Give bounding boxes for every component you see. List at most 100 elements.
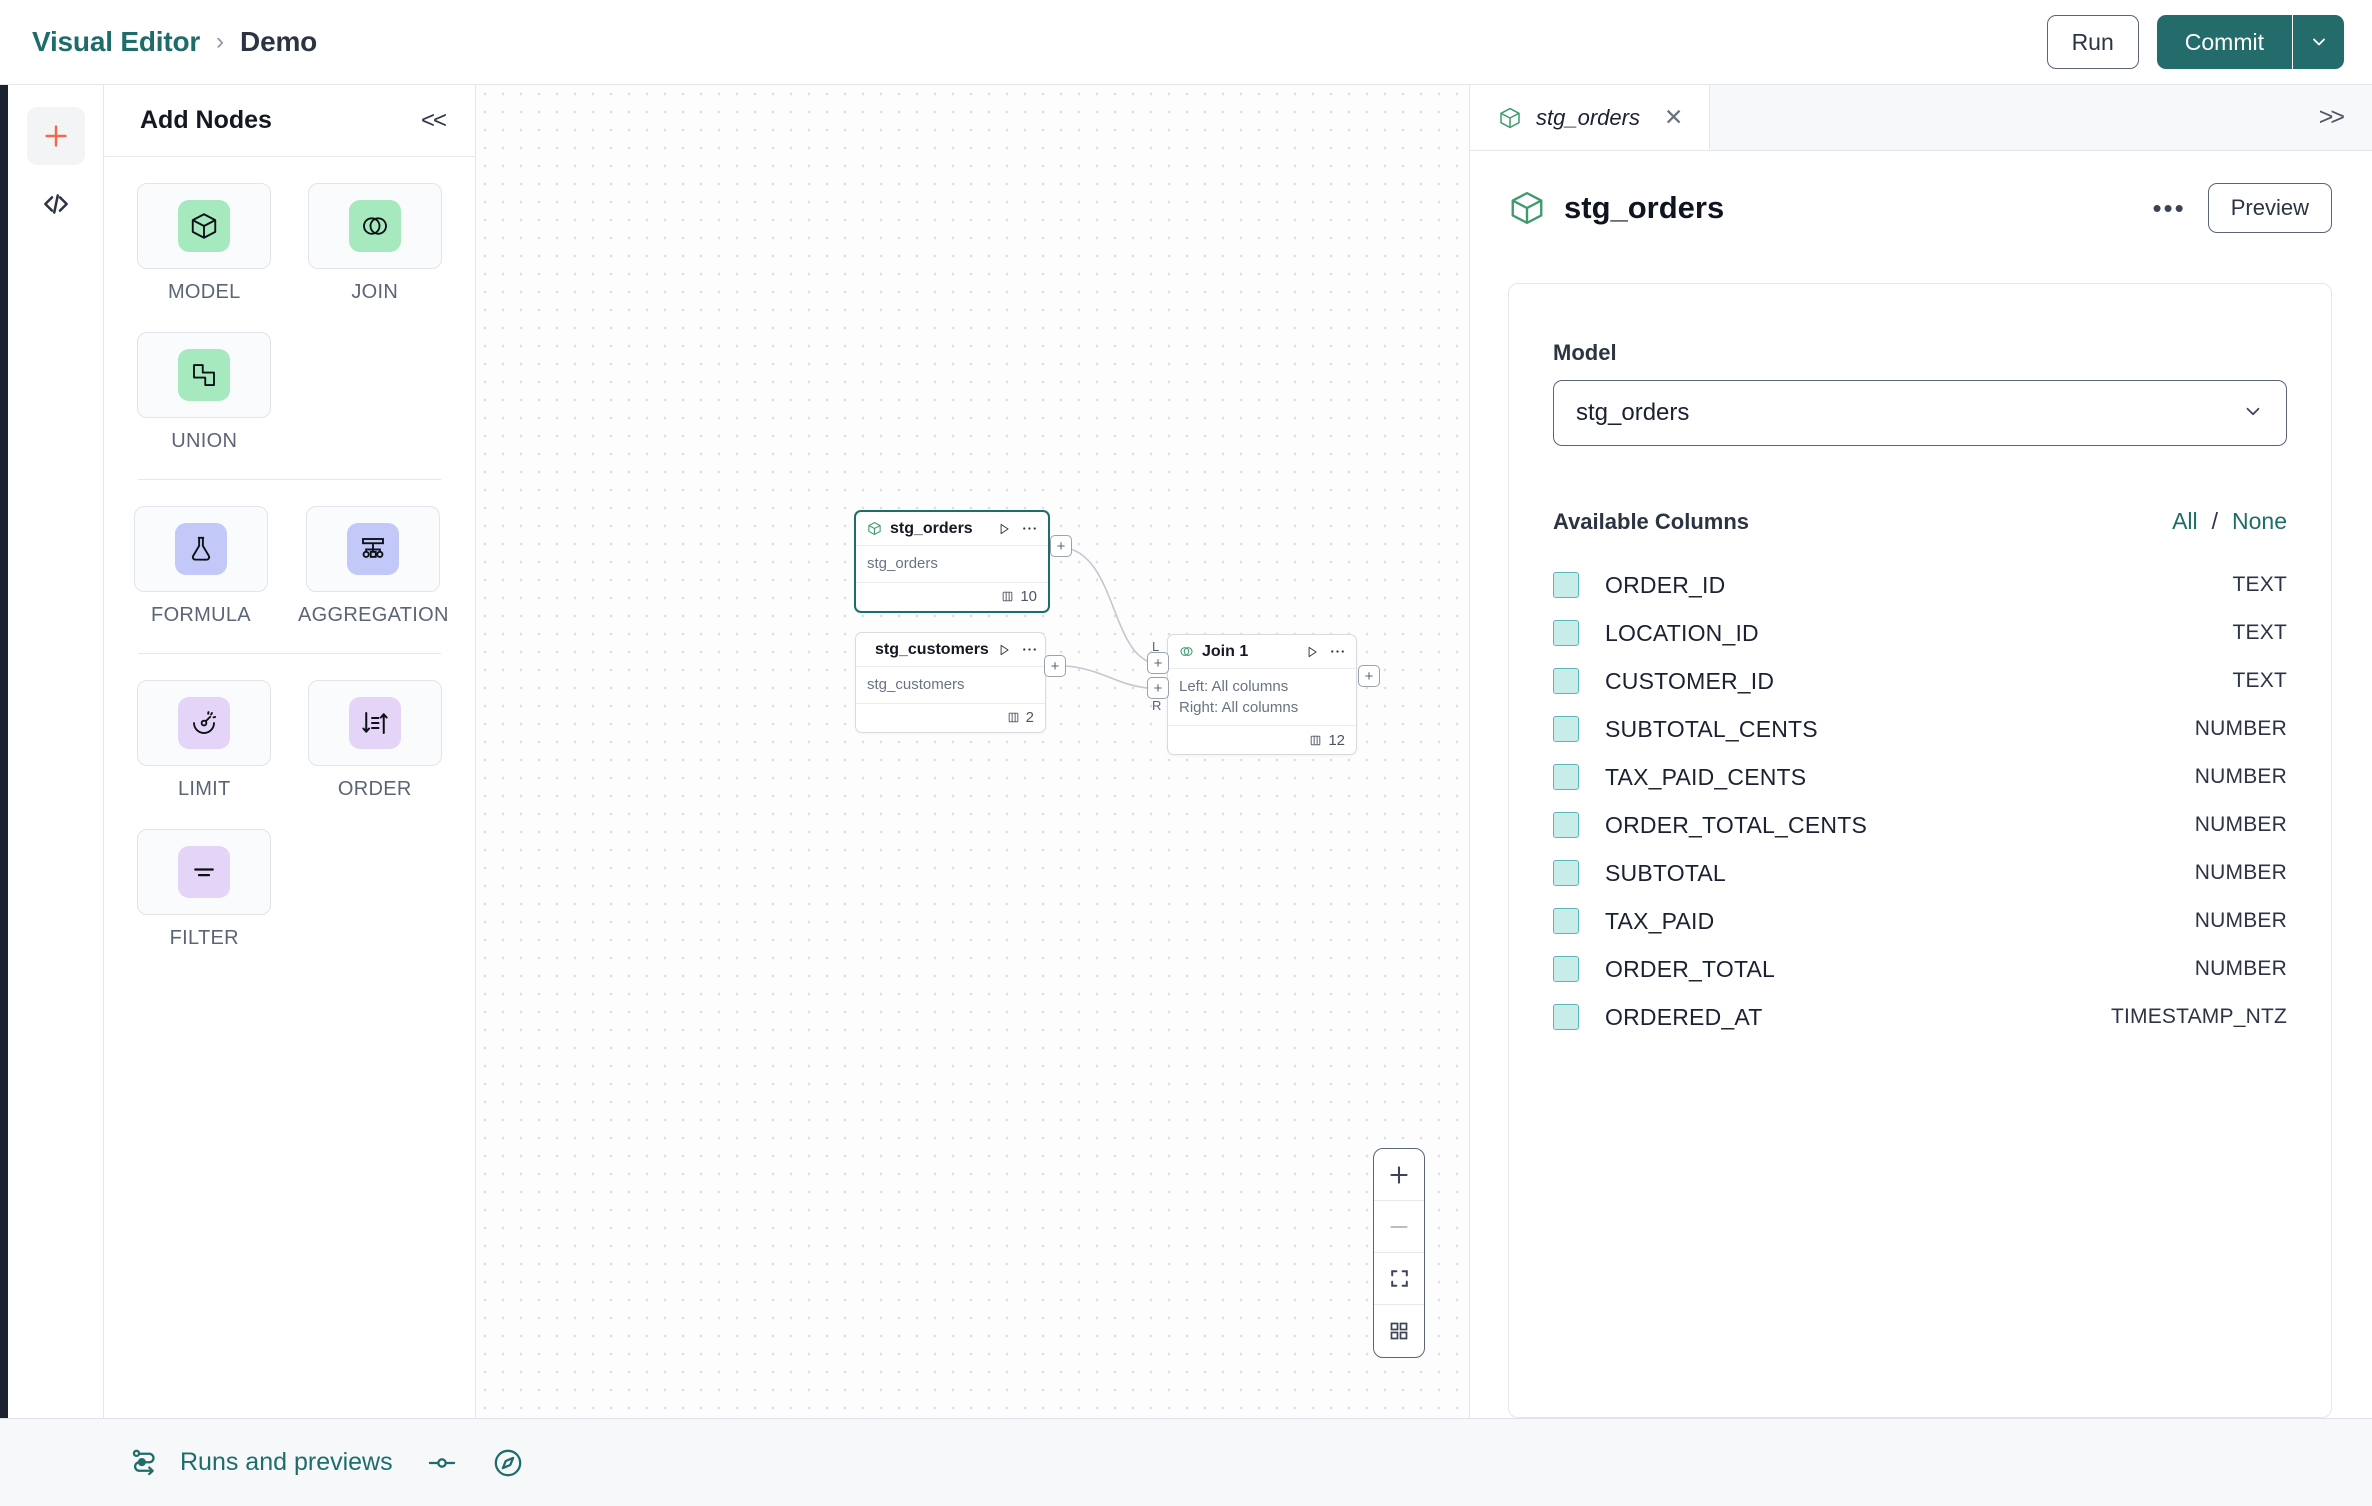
column-checkbox[interactable]: [1553, 620, 1579, 646]
column-checkbox[interactable]: [1553, 1004, 1579, 1030]
breadcrumb-root-link[interactable]: Visual Editor: [32, 26, 201, 57]
column-checkbox[interactable]: [1553, 716, 1579, 742]
sort-icon: [362, 712, 388, 734]
commit-button[interactable]: Commit: [2156, 15, 2292, 69]
node-card-aggregation[interactable]: [306, 506, 441, 592]
column-checkbox[interactable]: [1553, 572, 1579, 598]
flow-node-stg-customers[interactable]: stg_customers stg_customers: [855, 632, 1046, 733]
more-options-icon[interactable]: [1330, 649, 1345, 654]
column-type: NUMBER: [2194, 861, 2287, 884]
tab-stg-orders[interactable]: stg_orders ✕: [1470, 85, 1711, 150]
filter-chip: [178, 846, 231, 898]
play-icon[interactable]: [997, 643, 1011, 657]
runs-and-previews-button[interactable]: Runs and previews: [128, 1446, 393, 1480]
select-none-link[interactable]: None: [2232, 508, 2287, 534]
zoom-out-button[interactable]: [1374, 1201, 1424, 1253]
node-palette-item-model[interactable]: MODEL: [134, 183, 275, 304]
play-icon[interactable]: [1305, 645, 1319, 659]
flow-canvas[interactable]: stg_orders stg_orders: [476, 85, 1470, 1418]
node-card-union[interactable]: [137, 332, 272, 418]
node-card-limit[interactable]: [137, 680, 272, 766]
minimap-toggle-button[interactable]: [1374, 1305, 1424, 1357]
node-palette-item-limit[interactable]: LIMIT: [134, 680, 275, 801]
node-label-order: ORDER: [337, 778, 412, 800]
node-palette-item-order[interactable]: ORDER: [305, 680, 446, 801]
port-plus-icon: +: [1153, 654, 1163, 672]
zoom-in-button[interactable]: [1374, 1149, 1424, 1201]
more-options-icon[interactable]: [1022, 647, 1037, 652]
preview-button[interactable]: Preview: [2207, 183, 2332, 233]
canvas-zoom-controls: [1373, 1148, 1425, 1358]
input-port-join-left[interactable]: +: [1147, 652, 1169, 674]
node-label-aggregation: AGGREGATION: [298, 604, 449, 626]
node-palette-item-aggregation[interactable]: AGGREGATION: [298, 506, 449, 627]
node-palette-item-join[interactable]: JOIN: [305, 183, 446, 304]
top-bar: Visual Editor › Demo Run Commit: [0, 0, 2372, 85]
union-shapes-icon: [193, 364, 216, 386]
column-name: ORDER_TOTAL: [1605, 955, 1776, 982]
play-icon[interactable]: [997, 522, 1011, 536]
compass-icon[interactable]: [491, 1446, 525, 1480]
node-card-model[interactable]: [137, 183, 272, 269]
node-group-refine: LIMIT ORDER: [134, 680, 445, 950]
model-select[interactable]: stg_orders: [1553, 380, 2287, 446]
node-card-formula[interactable]: [134, 506, 268, 592]
node-label-union: UNION: [171, 430, 238, 452]
flow-node-body: Left: All columns Right: All columns: [1168, 669, 1356, 727]
node-label-limit: LIMIT: [177, 778, 231, 800]
collapse-panel-button[interactable]: <<: [420, 106, 447, 134]
flow-node-column-count: 10: [1020, 588, 1037, 606]
node-palette-item-formula[interactable]: FORMULA: [134, 506, 268, 627]
available-columns-title: Available Columns: [1553, 508, 1750, 534]
flow-node-column-count: 12: [1328, 731, 1345, 749]
fit-view-button[interactable]: [1374, 1253, 1424, 1305]
node-card-filter[interactable]: [137, 829, 272, 915]
column-checkbox[interactable]: [1553, 956, 1579, 982]
output-port-join-1[interactable]: +: [1358, 665, 1380, 687]
column-name: TAX_PAID_CENTS: [1605, 763, 1807, 790]
node-card-order[interactable]: [307, 680, 442, 766]
port-plus-icon: +: [1050, 657, 1060, 675]
column-name: SUBTOTAL_CENTS: [1605, 715, 1818, 742]
select-all-link[interactable]: All: [2172, 508, 2198, 534]
slider-toggle-icon[interactable]: [425, 1446, 459, 1480]
column-checkbox[interactable]: [1553, 860, 1579, 886]
edge-stg-customers-to-join-right: [1065, 665, 1149, 689]
node-palette-item-filter[interactable]: FILTER: [134, 829, 275, 950]
more-options-icon[interactable]: [1022, 526, 1037, 531]
input-port-join-right[interactable]: +: [1147, 677, 1169, 699]
column-checkbox[interactable]: [1553, 908, 1579, 934]
node-palette-item-union[interactable]: UNION: [134, 332, 275, 453]
expand-panel-button[interactable]: >>: [2318, 103, 2345, 131]
commit-dropdown-button[interactable]: [2292, 15, 2344, 69]
flow-node-join-1[interactable]: Join 1 Left: All columns Rig: [1167, 634, 1357, 756]
column-checkbox[interactable]: [1553, 668, 1579, 694]
flow-node-title: Join 1: [1202, 642, 1249, 660]
node-label-formula: FORMULA: [151, 604, 251, 626]
flow-node-body: stg_orders: [856, 546, 1048, 583]
output-port-stg-customers[interactable]: +: [1044, 655, 1066, 677]
add-node-rail-button[interactable]: [26, 107, 85, 165]
output-port-stg-orders[interactable]: +: [1050, 535, 1072, 557]
more-options-icon[interactable]: •••: [2152, 193, 2186, 223]
close-icon[interactable]: ✕: [1663, 104, 1684, 130]
column-checkbox[interactable]: [1553, 764, 1579, 790]
port-plus-icon: +: [1153, 679, 1163, 697]
code-view-rail-button[interactable]: [27, 175, 85, 233]
column-checkbox[interactable]: [1553, 812, 1579, 838]
run-button[interactable]: Run: [2046, 15, 2139, 69]
flow-node-stg-orders[interactable]: stg_orders stg_orders: [854, 510, 1050, 613]
flow-node-subtitle: stg_orders: [867, 555, 938, 572]
formula-chip: [175, 523, 227, 575]
node-card-join[interactable]: [307, 183, 442, 269]
